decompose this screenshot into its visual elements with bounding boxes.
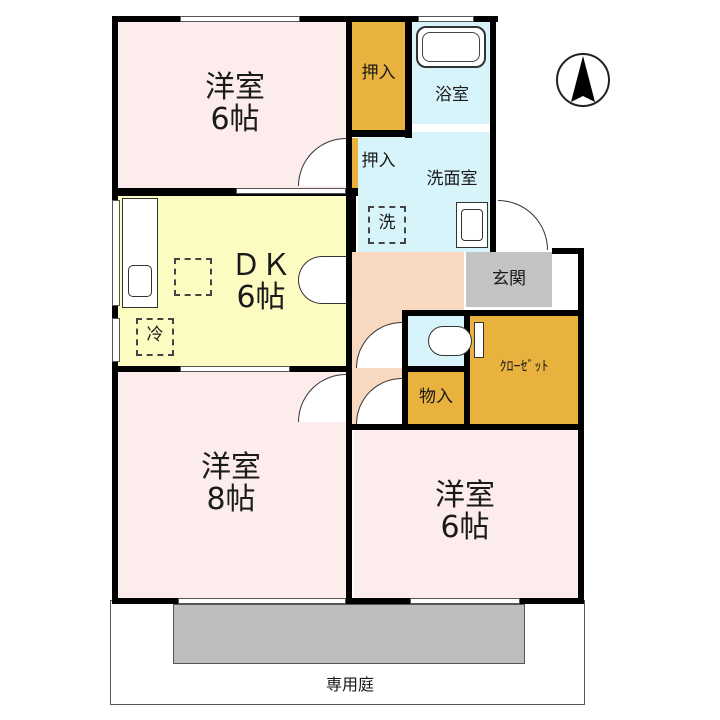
window	[236, 188, 346, 194]
north-compass-icon	[553, 50, 613, 110]
wall	[405, 22, 412, 138]
kitchen-counter	[122, 198, 158, 308]
wall	[402, 310, 584, 316]
window	[112, 200, 120, 306]
oshiire-2-label: 押入	[361, 151, 396, 171]
wall	[346, 424, 584, 430]
wall	[402, 366, 470, 372]
sink-icon	[128, 265, 152, 297]
toilet-icon	[428, 326, 472, 356]
wall	[490, 16, 496, 252]
wall	[552, 248, 584, 254]
window	[418, 16, 474, 22]
toilet-tank	[474, 322, 484, 358]
door[interactable]	[298, 256, 346, 304]
bedroom-right	[354, 430, 578, 600]
front-door[interactable]	[498, 200, 548, 250]
storage-label: 物入	[419, 387, 453, 407]
window	[178, 598, 346, 604]
oshiire-1-label: 押入	[361, 63, 396, 83]
washer-space	[368, 206, 406, 244]
wall	[112, 598, 584, 604]
wall	[346, 22, 352, 192]
window	[180, 16, 300, 22]
window	[112, 318, 120, 362]
wash-basin-icon	[456, 202, 488, 248]
bathroom-label: 浴室	[435, 85, 469, 105]
window	[180, 366, 290, 372]
bathtub-icon	[416, 26, 486, 68]
entrance-step	[552, 252, 578, 307]
fridge-label: 冷	[146, 325, 164, 345]
range-hood	[174, 258, 212, 296]
closet-oshiire-1	[352, 22, 405, 132]
wall	[112, 16, 498, 22]
walk-in-closet	[470, 316, 578, 424]
washroom-label: 洗面室	[426, 169, 478, 189]
bedroom-top-label: 洋室 6帖	[205, 70, 265, 138]
washer-label: 洗	[378, 213, 396, 233]
window	[410, 598, 520, 604]
bedroom-right-label: 洋室 6帖	[435, 478, 495, 546]
closet-label: ｸﾛｰｾﾞｯﾄ	[499, 359, 549, 375]
bedroom-left-label: 洋室 8帖	[201, 450, 261, 518]
fridge-space	[136, 318, 174, 356]
garden-label: 専用庭	[325, 675, 374, 694]
entrance	[466, 252, 552, 307]
terrace-slab	[173, 604, 525, 664]
entrance-label: 玄関	[492, 269, 526, 289]
wall	[346, 196, 356, 252]
storage	[408, 372, 464, 424]
wall	[346, 130, 412, 137]
dk-label: ＤＫ 6帖	[231, 248, 291, 316]
wall	[112, 188, 358, 196]
wall	[112, 16, 118, 604]
